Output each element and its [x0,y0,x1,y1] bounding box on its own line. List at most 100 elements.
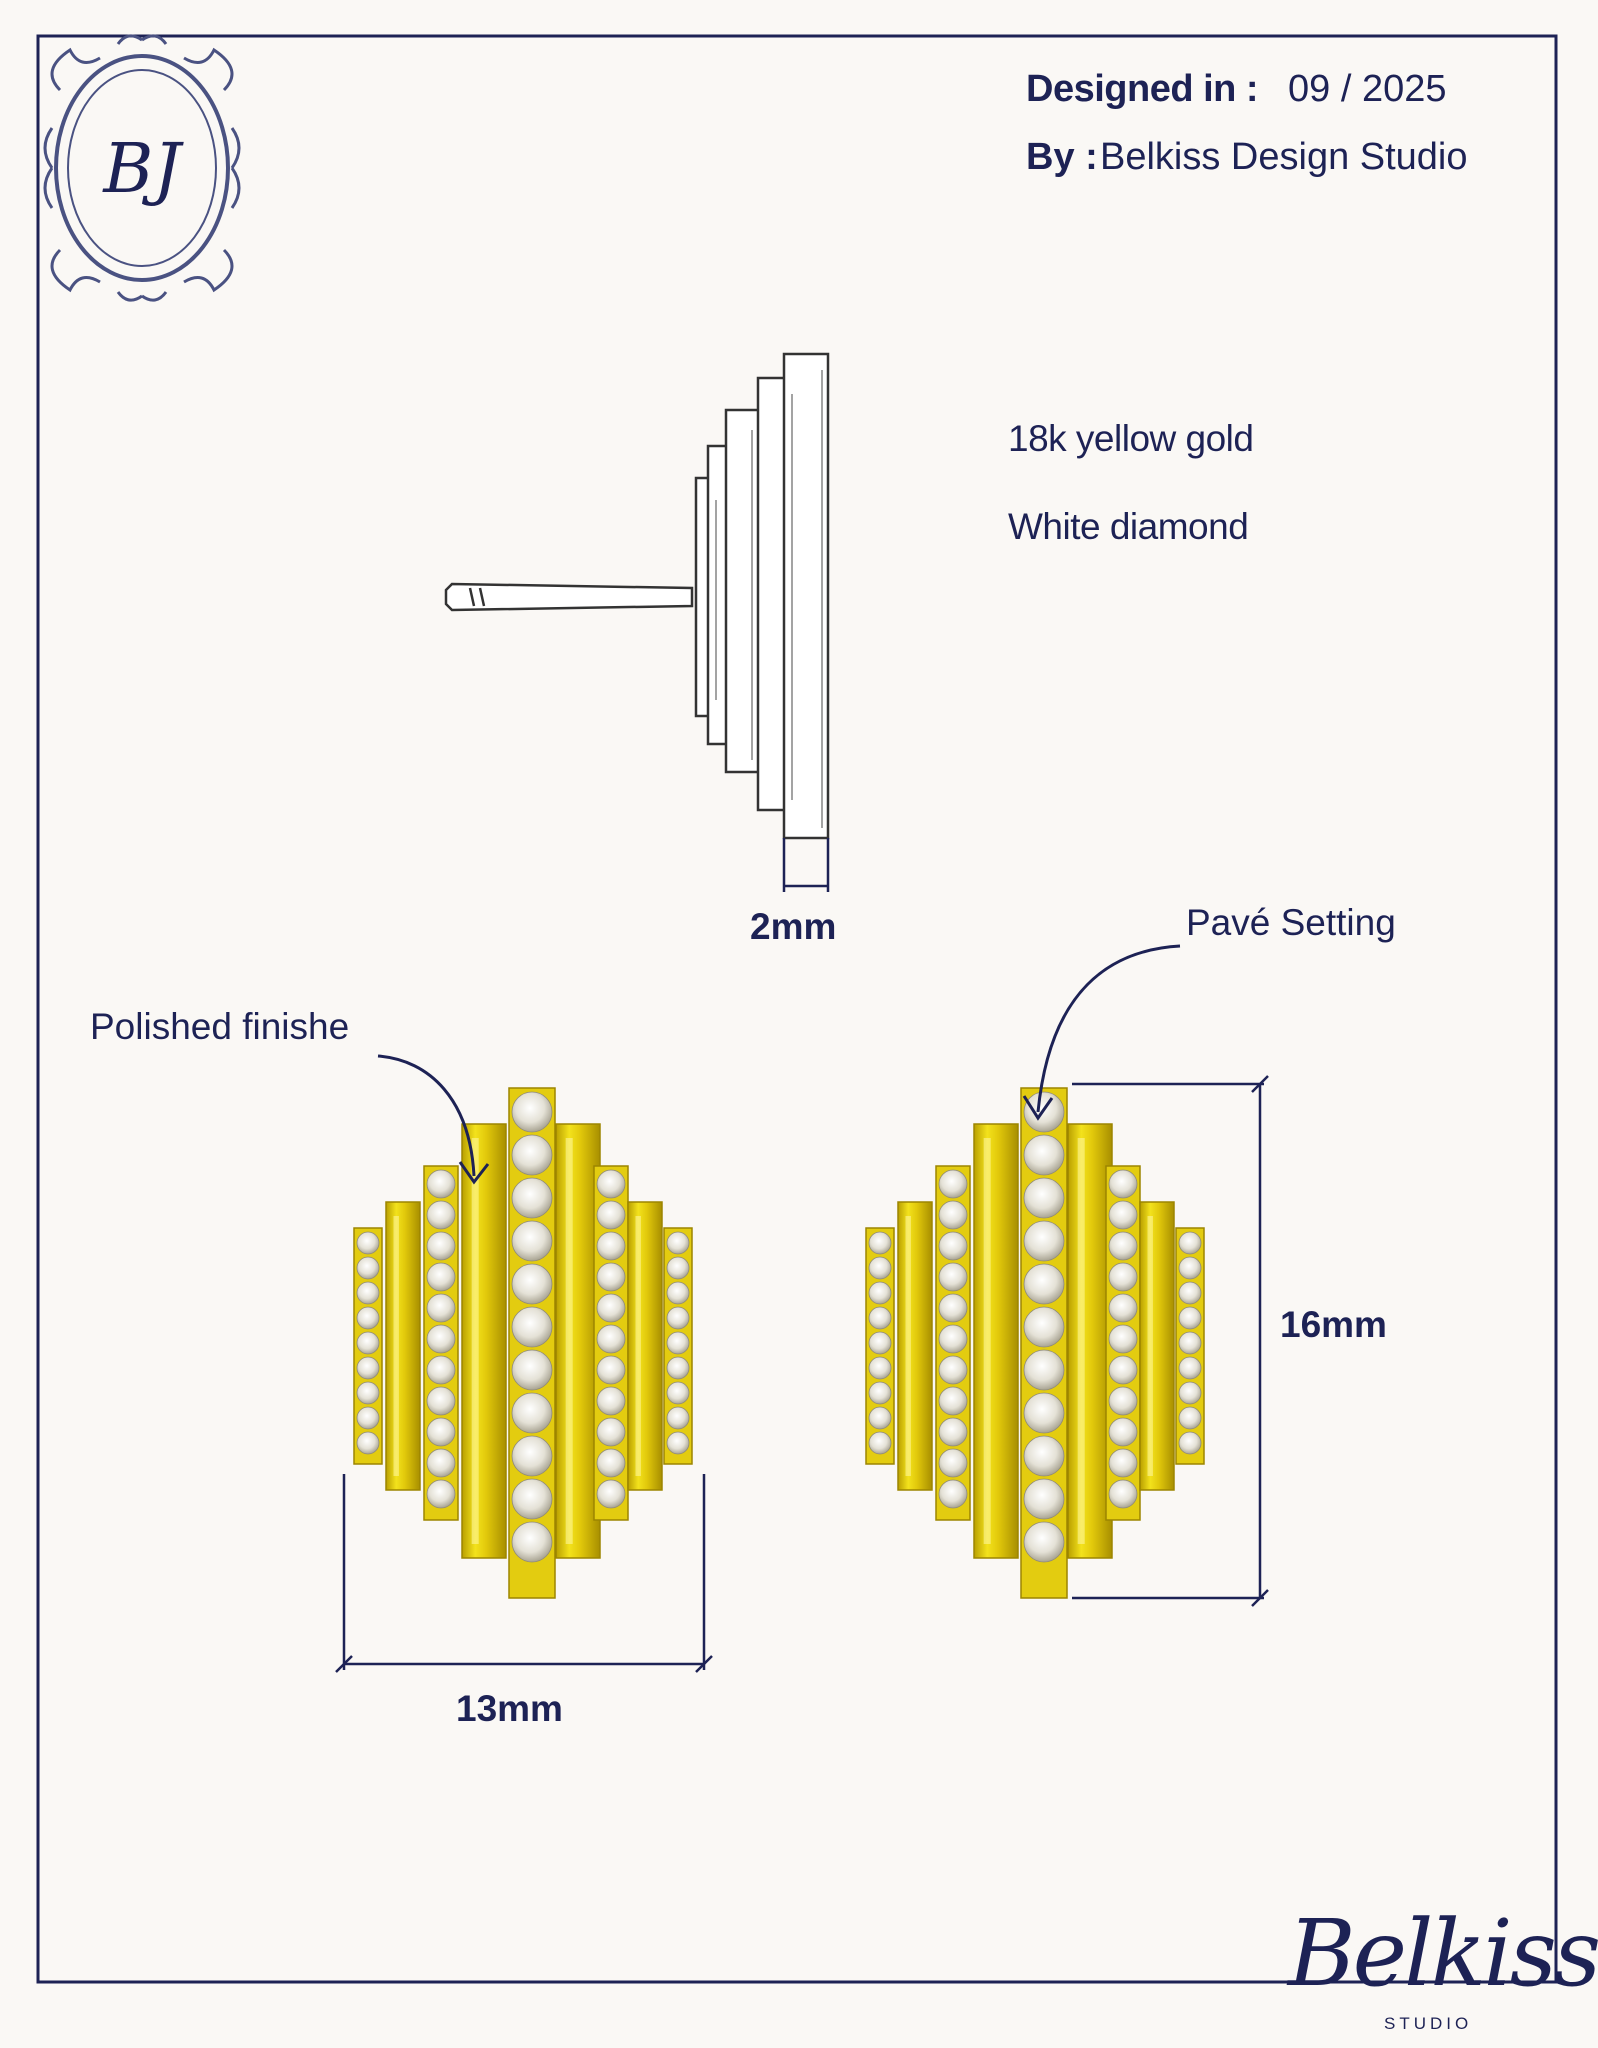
diamond-stone [868,1431,892,1455]
diamond-stone [511,1435,553,1477]
diamond-stone [511,1306,553,1348]
diamond-stone [511,1521,553,1563]
diamond-stone [511,1263,553,1305]
diamond-stone [868,1281,892,1305]
gold-bar [461,1123,507,1559]
gold-highlight [635,1216,641,1476]
gold-highlight [1077,1138,1085,1544]
diamond-stone [1023,1134,1065,1176]
height-dimension-line [1072,1075,1269,1607]
diamond-stone [666,1431,690,1455]
diamond-stone [1108,1262,1138,1292]
height-dimension-label: 16mm [1280,1304,1387,1345]
gold-highlight [905,1216,911,1476]
diamond-stone [868,1406,892,1430]
diamond-stone [356,1256,380,1280]
diamond-stone [596,1293,626,1323]
diamond-stone [426,1231,456,1261]
monogram-text: BJ [101,130,184,209]
diamond-stone [1023,1349,1065,1391]
polished-finish-label: Polished finishe [90,1006,350,1047]
diamond-stone [938,1262,968,1292]
diamond-stone [1108,1355,1138,1385]
diamond-stone [868,1381,892,1405]
diamond-stone [596,1324,626,1354]
side-view-drawing [444,352,830,892]
diamond-stone [666,1381,690,1405]
diamond-stone [938,1293,968,1323]
diamond-stone [356,1281,380,1305]
diamond-stone [1023,1521,1065,1563]
diamond-stone [1023,1478,1065,1520]
diamond-stone [1023,1435,1065,1477]
diamond-stone [511,1134,553,1176]
diamond-stone [356,1431,380,1455]
diamond-stone [356,1306,380,1330]
gold-highlight [565,1138,573,1544]
diamond-stone [938,1169,968,1199]
diamond-stone [426,1479,456,1509]
diamond-stone [1178,1431,1202,1455]
gold-bar [1139,1201,1175,1491]
gold-highlight [393,1216,399,1476]
diamond-stone [356,1231,380,1255]
gold-bar [627,1201,663,1491]
diamond-stone [1108,1324,1138,1354]
diamond-stone [426,1169,456,1199]
diamond-stone [356,1331,380,1355]
gold-bar [897,1201,933,1491]
earring-front-view-right [865,1087,1205,1599]
width-dimension-line [335,1474,713,1673]
diamond-stone [511,1478,553,1520]
pave-setting-label: Pavé Setting [1186,902,1396,943]
diamond-stone [1023,1392,1065,1434]
designed-in-value: 09 / 2025 [1288,68,1447,110]
diamond-stone [426,1355,456,1385]
diamond-stone [1178,1306,1202,1330]
diamond-stone [868,1306,892,1330]
diamond-stone [426,1324,456,1354]
diamond-stone [1108,1448,1138,1478]
diamond-stone [596,1355,626,1385]
monogram-logo: BJ [40,34,250,308]
diamond-stone [511,1177,553,1219]
diamond-stone [1108,1386,1138,1416]
sheet-border [36,34,1558,1984]
diamond-stone [868,1256,892,1280]
diamond-stone [596,1169,626,1199]
diamond-stone [938,1355,968,1385]
brand-name: Belkiss [1288,1900,1598,2007]
diamond-stone [426,1448,456,1478]
gold-highlight [1147,1216,1153,1476]
material-stone: White diamond [1008,506,1249,547]
diamond-stone [426,1386,456,1416]
diamond-stone [938,1479,968,1509]
diamond-stone [1108,1417,1138,1447]
diamond-stone [1023,1263,1065,1305]
diamond-stone [356,1406,380,1430]
diamond-stone [938,1231,968,1261]
gold-bar [973,1123,1019,1559]
diamond-stone [1108,1479,1138,1509]
diamond-stone [666,1231,690,1255]
width-dimension-label: 13mm [456,1688,563,1729]
diamond-stone [1178,1406,1202,1430]
diamond-stone [1023,1306,1065,1348]
depth-dimension-label: 2mm [750,906,837,947]
diamond-stone [666,1281,690,1305]
diamond-stone [938,1448,968,1478]
diamond-stone [666,1256,690,1280]
diamond-stone [868,1331,892,1355]
diamond-stone [596,1448,626,1478]
gold-bar [385,1201,421,1491]
diamond-stone [596,1200,626,1230]
diamond-stone [1178,1356,1202,1380]
diamond-stone [356,1381,380,1405]
diamond-stone [666,1406,690,1430]
diamond-stone [1178,1331,1202,1355]
diamond-stone [1023,1220,1065,1262]
diamond-stone [596,1231,626,1261]
diamond-stone [426,1293,456,1323]
diamond-stone [426,1417,456,1447]
